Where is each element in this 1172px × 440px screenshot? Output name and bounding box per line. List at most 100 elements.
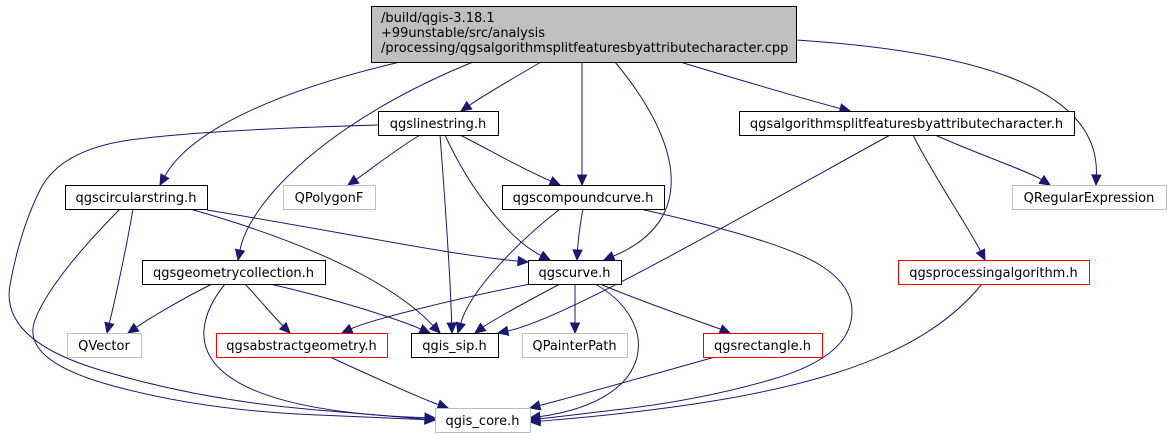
node-label: QPolygonF [295,191,364,206]
arrowhead-icon [436,399,450,410]
edge-root-to-qgsgeometrycollection [234,61,474,262]
edge-qgscurve-to-qgsrectangle [599,283,732,334]
edge-line [329,356,439,406]
edge-qgscurve-to-qpainterpath [569,284,581,335]
edge-root-to-qgscurve [602,61,672,261]
edge-qgslinestring-to-qgis_sip [439,134,457,335]
edge-root-to-qgscompoundcurve [576,61,588,187]
edge-qgscompoundcurve-to-qgscurve [572,208,584,262]
node-qgscircularstring[interactable]: qgscircularstring.h [65,185,208,210]
edge-qgsabstractgeometry-to-qgis_core [329,356,450,410]
edge-root-to-qregularexpression [795,39,1102,187]
node-label: QVector [78,339,130,354]
arrowhead-icon [528,400,542,411]
edge-root-to-qgsalgorithmsplit_h [679,61,852,114]
node-qgsgeometrycollection[interactable]: qgsgeometrycollection.h [142,260,326,285]
edge-line [8,124,426,420]
arrowhead-icon [548,176,562,186]
edge-qgscompoundcurve-to-qgis_sip [455,208,561,335]
node-qpolygonf: QPolygonF [283,185,376,210]
edge-qgsgeometrycollection-to-qvector [126,283,213,334]
node-box [378,111,499,136]
edge-qgsalgorithmsplit_h-to-qgis_sip [496,134,891,337]
node-label: qgscircularstring.h [75,191,196,206]
node-qgis_sip[interactable]: qgis_sip.h [411,333,499,358]
arrowhead-icon [424,412,437,423]
node-label: qgsalgorithmsplitfeaturesbyattributechar… [750,117,1063,132]
arrowhead-icon [159,173,170,187]
arrowhead-icon [455,321,466,335]
node-qgis_core: qgis_core.h [435,408,531,433]
edge-qgsalgorithmsplit_h-to-qgsprocessingalgorithm [912,134,986,262]
node-label: qgscurve.h [538,266,610,281]
node-box [528,260,622,285]
node-box [283,185,376,210]
edge-qgscircularstring-to-qgscurve [206,209,530,267]
edge-line [539,356,716,406]
arrowhead-icon [538,250,552,261]
edge-qgslinestring-to-qgscurve [444,134,552,261]
edge-qgsprocessingalgorithm-to-qgis_core [528,283,983,427]
node-box [411,333,499,358]
edge-line [269,283,422,330]
arrowhead-icon [278,321,291,334]
edge-qgscurve-to-qgsabstractgeometry [340,283,531,334]
arrowhead-icon [234,248,246,262]
arrowhead-icon [718,324,732,334]
edge-line [507,134,891,332]
node-qgslinestring[interactable]: qgslinestring.h [378,111,499,136]
node-qgsrectangle[interactable]: qgsrectangle.h [703,333,823,358]
arrowhead-icon [576,174,588,187]
edge-qgslinestring-to-qpolygonf [346,134,421,186]
edge-qgslinestring-to-qgscompoundcurve [459,134,562,186]
node-qgsprocessingalgorithm[interactable]: qgsprocessingalgorithm.h [898,260,1090,285]
edge-line [795,39,1097,176]
edge-qgsgeometrycollection-to-qgsabstractgeometry [244,283,291,334]
arrowhead-icon [572,249,583,262]
edge-line [203,283,426,419]
node-label: qgsgeometrycollection.h [153,266,314,281]
edge-line [444,134,542,256]
node-qregularexpression: QRegularExpression [1012,185,1167,210]
edge-root-to-qgslinestring [459,61,542,112]
arrowhead-icon [446,322,457,335]
node-root[interactable]: /build/qgis-3.18.1+99unstable/src/analys… [371,6,797,63]
node-label: qgsabstractgeometry.h [226,339,376,354]
node-box [1012,185,1167,210]
edge-line [459,134,551,182]
edge-line [460,208,561,324]
edge-qgscurve-to-qgis_sip [474,283,561,334]
node-qgsabstractgeometry[interactable]: qgsabstractgeometry.h [216,333,388,358]
node-label: qgsrectangle.h [714,339,811,354]
node-qgsalgorithmsplit_h[interactable]: qgsalgorithmsplitfeaturesbyattributechar… [739,111,1075,136]
edge-line [164,61,401,177]
node-label: qgis_core.h [446,414,520,429]
edge-line [482,283,561,328]
edge-qgsrectangle-to-qgis_core [528,356,716,411]
edges-layer [8,39,1102,427]
edge-line [108,208,134,324]
node-label: qgsprocessingalgorithm.h [909,266,1077,281]
arrowhead-icon [126,322,140,334]
node-qgscompoundcurve[interactable]: qgscompoundcurve.h [502,185,665,210]
arrowhead-icon [975,248,986,262]
edge-line [912,134,981,252]
nodes-layer: /build/qgis-3.18.1+99unstable/src/analys… [65,6,1167,433]
edge-line [244,283,284,327]
edge-line [350,283,531,330]
edge-line [439,134,453,324]
node-label: QRegularExpression [1024,191,1155,206]
edge-line [613,61,672,257]
node-label: /processing/qgsalgorithmsplitfeaturesbya… [381,41,788,56]
node-qgscurve[interactable]: qgscurve.h [528,260,622,285]
arrowhead-icon [459,100,473,112]
node-qpainterpath: QPainterPath [522,333,628,358]
node-label: qgscompoundcurve.h [513,191,654,206]
arrowhead-icon [517,255,530,267]
arrowhead-icon [104,321,115,335]
edge-line [577,208,584,251]
node-box [65,185,208,210]
arrowhead-icon [474,322,487,334]
node-box [739,111,1075,136]
